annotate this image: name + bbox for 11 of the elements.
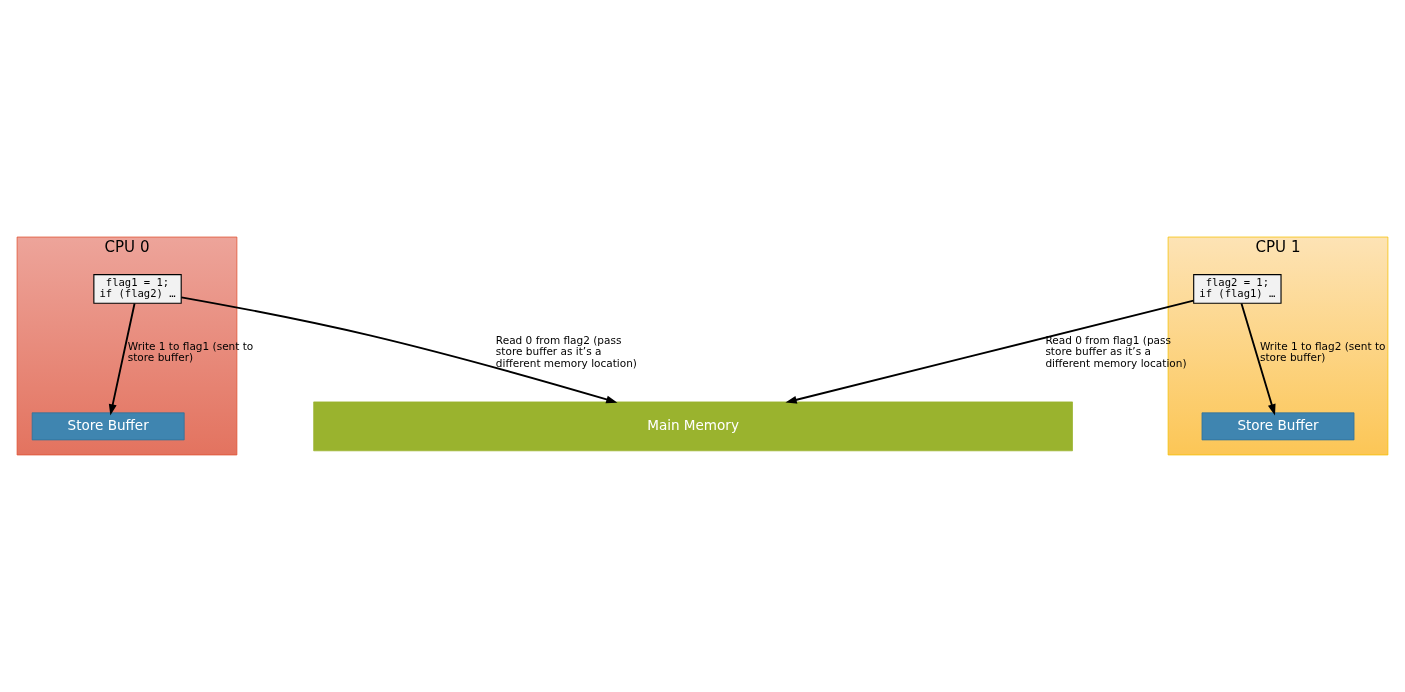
- node-box: Store Buffer: [31, 412, 185, 441]
- node-box: flag1 = 1; if (flag2) …: [93, 274, 182, 304]
- node-box: Store Buffer: [1201, 412, 1355, 441]
- node-box: flag2 = 1; if (flag1) …: [1193, 274, 1282, 304]
- edge-label: Write 1 to flag2 (sent to store buffer): [1259, 339, 1386, 364]
- node-box: Main Memory: [313, 401, 1073, 452]
- arrow: [785, 299, 1195, 404]
- edge-label: Read 0 from flag2 (pass store buffer as it’s a different memory location): [495, 334, 637, 369]
- arrow: [180, 296, 618, 404]
- arrow: [108, 302, 136, 416]
- arrow: [1240, 302, 1276, 416]
